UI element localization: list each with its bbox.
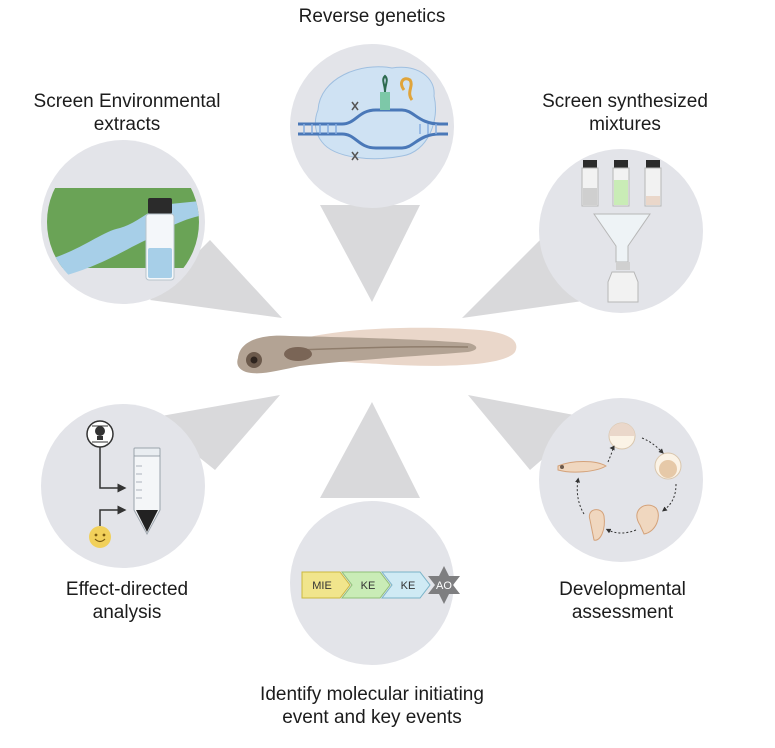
wedge-top-right xyxy=(462,240,590,318)
fish-notochord xyxy=(299,345,469,351)
label-screen-synth: Screen synthesized mixtures xyxy=(542,91,708,135)
embryo-cycle-icon xyxy=(557,422,682,541)
label-reverse-genetics: Reverse genetics xyxy=(298,6,446,27)
vial-liquid xyxy=(148,248,172,278)
aop-mie xyxy=(301,571,351,599)
fish-eye-pupil xyxy=(250,356,258,364)
effect-directed-icons xyxy=(86,420,161,548)
label-effect-directed: Effect-directed analysis xyxy=(65,579,189,623)
aop-ao xyxy=(428,566,460,604)
circle-developmental xyxy=(539,398,703,562)
label-developmental: Developmental assessment xyxy=(559,579,686,623)
aop-ke1 xyxy=(340,571,391,599)
vials-funnel-icon xyxy=(581,160,662,303)
centrifuge-tube-icon xyxy=(133,447,161,536)
wedge-top xyxy=(320,205,420,302)
label-identify: Identify molecular initiating event and … xyxy=(260,684,484,728)
wedge-bottom xyxy=(320,402,420,498)
aop-ke2-label: KE xyxy=(401,580,416,592)
wedge-top-left xyxy=(150,240,282,318)
vial-cap xyxy=(148,198,172,214)
smiley-icon xyxy=(89,526,111,548)
aop-mie-label: MIE xyxy=(312,580,332,592)
landscape-vial-icon xyxy=(47,188,199,282)
fish-yolk xyxy=(284,347,312,361)
aop-ke2 xyxy=(380,571,431,599)
aop-chain: MIE KE KE AO xyxy=(301,566,460,604)
circle-effect-directed xyxy=(41,404,205,568)
zebrafish-larva xyxy=(237,327,517,374)
aop-ke1-label: KE xyxy=(361,580,376,592)
label-screen-env: Screen Environmental extracts xyxy=(33,91,221,135)
fish-body xyxy=(237,335,477,374)
wedge-bottom-left xyxy=(150,395,280,470)
arrow-wedges xyxy=(150,205,590,498)
dna-crispr-icon xyxy=(298,66,448,161)
wedge-bottom-right xyxy=(468,395,590,470)
aop-ao-label: AO xyxy=(436,580,452,592)
